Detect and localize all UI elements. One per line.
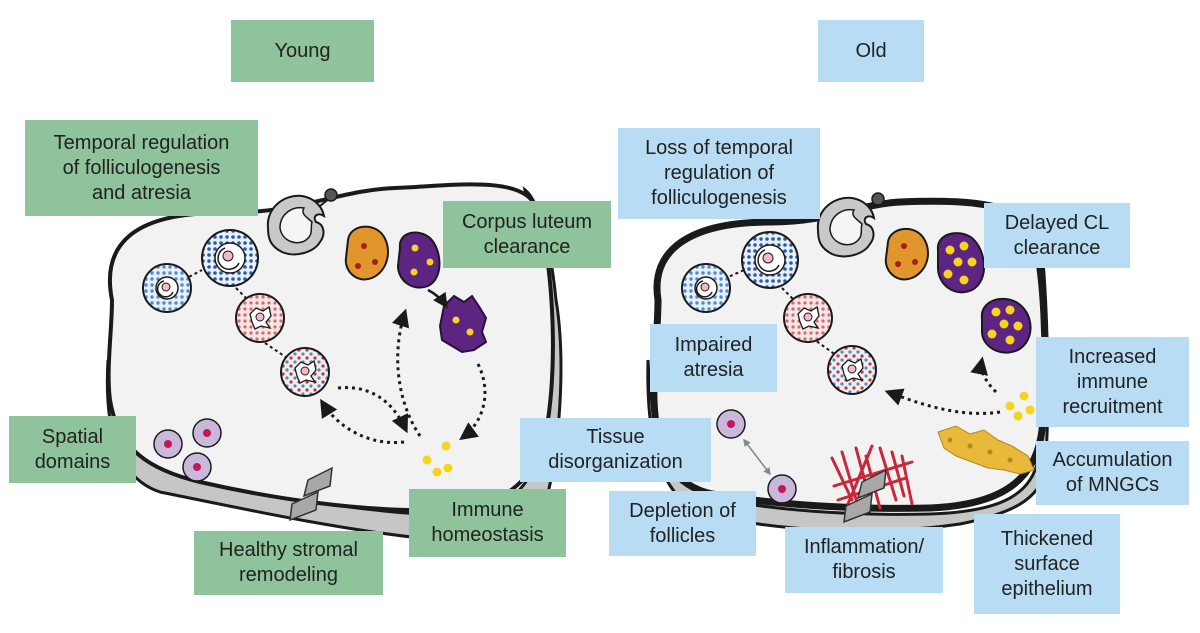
label-impaired-atresia: Impaired atresia: [650, 324, 777, 392]
old-ovary: [646, 192, 1050, 533]
young-title: Young: [231, 20, 374, 82]
young-follicle-chain: [142, 229, 330, 397]
label-accumulation-mngcs: Accumulation of MNGCs: [1036, 441, 1189, 505]
label-increased-immune-recruitment: Increased immune recruitment: [1036, 337, 1189, 427]
old-follicle-chain: [681, 231, 877, 395]
label-tissue-disorganization: Tissue disorganization: [520, 418, 711, 482]
label-inflammation-fibrosis: Inflammation/ fibrosis: [785, 527, 943, 593]
old-immune-cells: [1005, 391, 1035, 421]
young-corpus-luteum: [344, 225, 488, 354]
label-delayed-cl-clearance: Delayed CL clearance: [984, 203, 1130, 268]
old-mngc-cluster: [937, 425, 1035, 475]
label-loss-temporal-regulation: Loss of temporal regulation of folliculo…: [618, 128, 820, 219]
young-spatial-cells: [153, 418, 222, 482]
label-corpus-luteum-clearance: Corpus luteum clearance: [443, 201, 611, 268]
label-thickened-surface-epithelium: Thickened surface epithelium: [974, 514, 1120, 614]
old-corpus-luteum: [884, 227, 1032, 354]
young-ovulation: [266, 188, 338, 256]
label-temporal-regulation: Temporal regulation of folliculogenesis …: [25, 120, 258, 216]
label-spatial-domains: Spatial domains: [9, 416, 136, 483]
label-immune-homeostasis: Immune homeostasis: [409, 489, 566, 557]
young-immune-cells: [422, 441, 453, 477]
old-ovulation: [816, 192, 885, 258]
old-depletion-cells: [716, 409, 797, 504]
label-healthy-stromal-remodeling: Healthy stromal remodeling: [194, 531, 383, 595]
young-dashed-arrows: [320, 308, 487, 445]
old-title: Old: [818, 20, 924, 82]
label-depletion-follicles: Depletion of follicles: [609, 491, 756, 556]
